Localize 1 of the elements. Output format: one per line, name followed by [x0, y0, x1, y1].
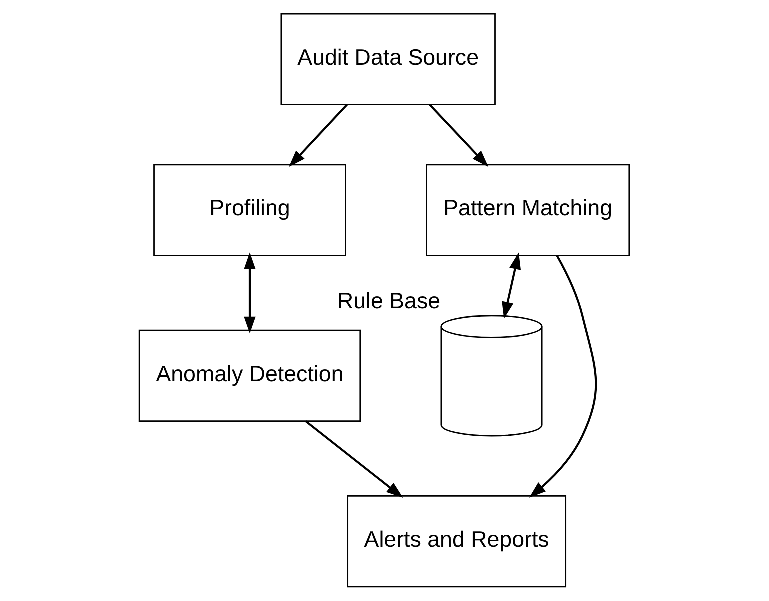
node-label: Rule Base: [337, 288, 441, 314]
